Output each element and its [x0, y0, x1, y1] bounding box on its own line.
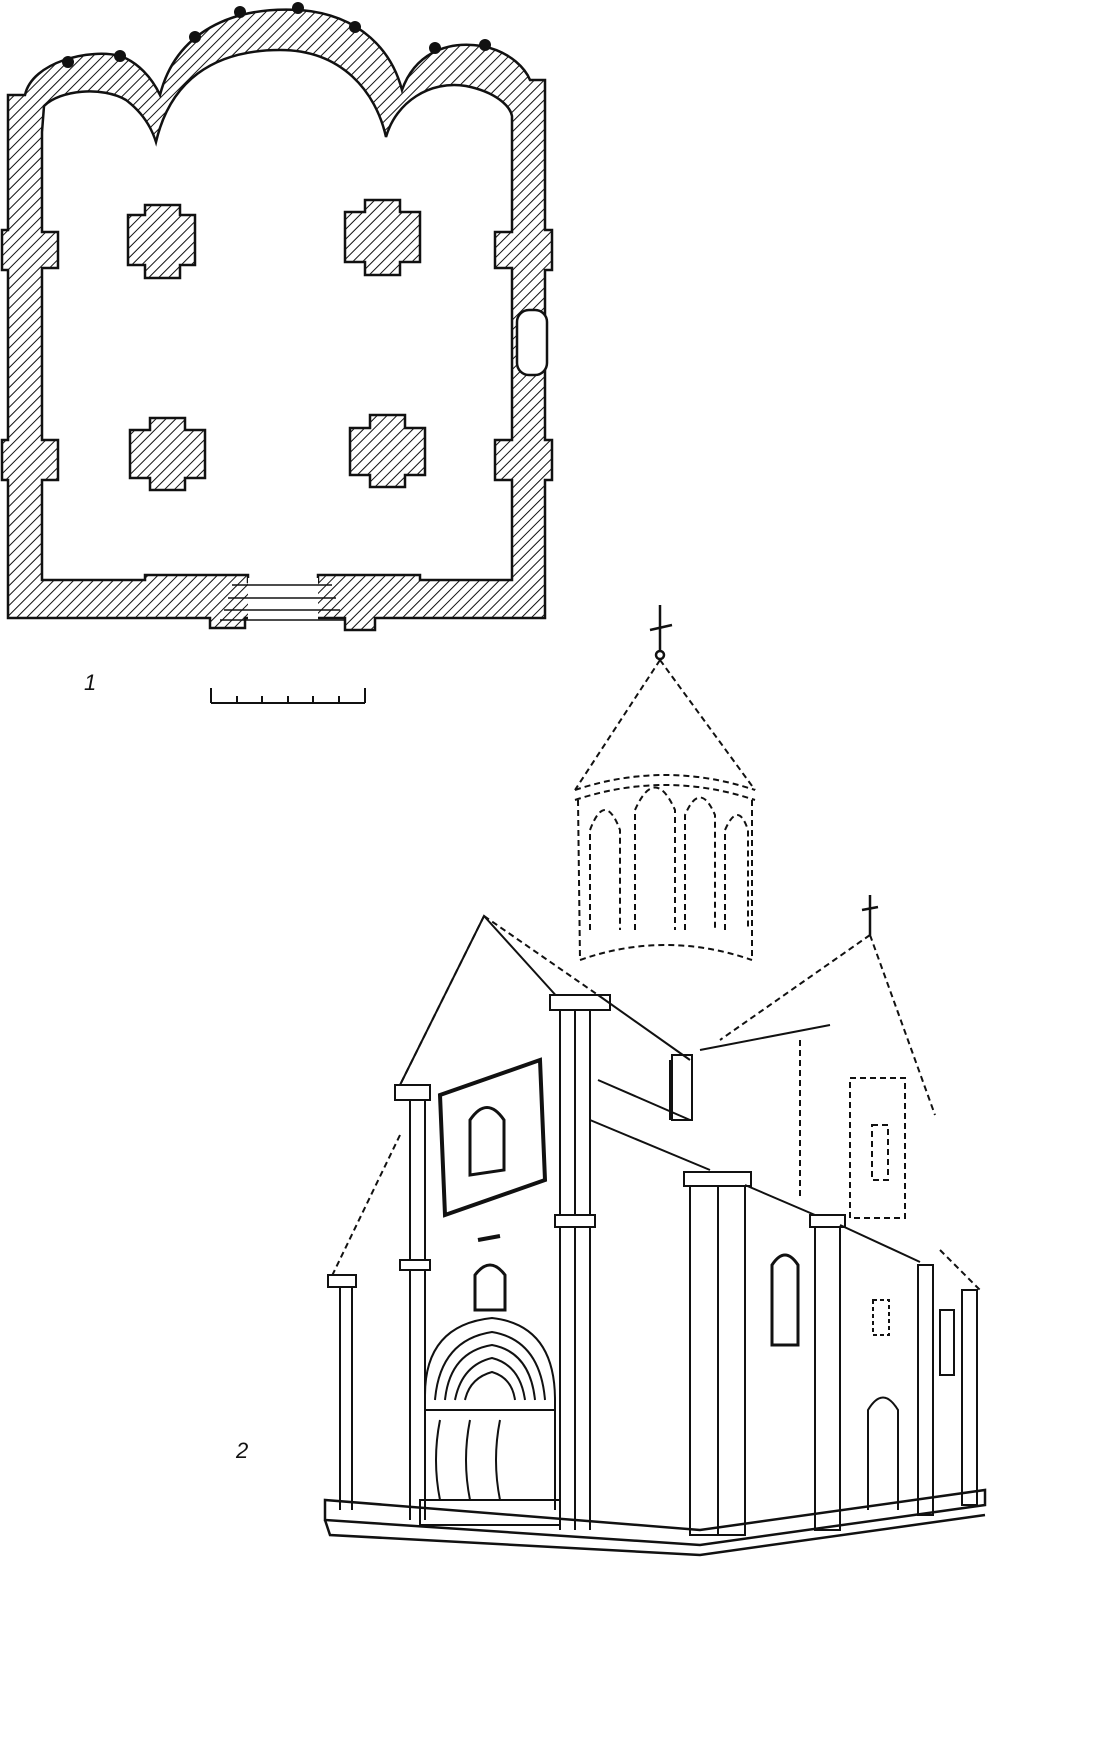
apse-buttresses: [62, 2, 491, 68]
window: [468, 1106, 506, 1177]
plan-label: 1: [84, 670, 97, 695]
cross-icon: [649, 605, 879, 935]
floor-plan: [0, 2, 554, 632]
dome-reconstruction: [329, 659, 981, 1291]
scale-bar: [210, 688, 366, 704]
plan-side-door: [515, 308, 549, 377]
pilaster: [917, 1264, 934, 1516]
facade-frame: [437, 1057, 548, 1218]
plan-entrance-steps: [220, 584, 345, 621]
plan-interior: [40, 48, 514, 584]
plan-pier: [128, 416, 207, 492]
window: [473, 1263, 507, 1312]
pilaster: [814, 1219, 841, 1531]
plan-pier: [348, 413, 427, 489]
plan-pier: [126, 203, 197, 280]
portal: [419, 1316, 561, 1526]
plan-pier: [343, 198, 422, 277]
window: [770, 1253, 800, 1347]
pilaster: [961, 1289, 978, 1506]
church-elevation: [323, 605, 987, 1557]
elevation-label: 2: [236, 1438, 249, 1463]
main-facade-gable: [399, 914, 561, 1086]
